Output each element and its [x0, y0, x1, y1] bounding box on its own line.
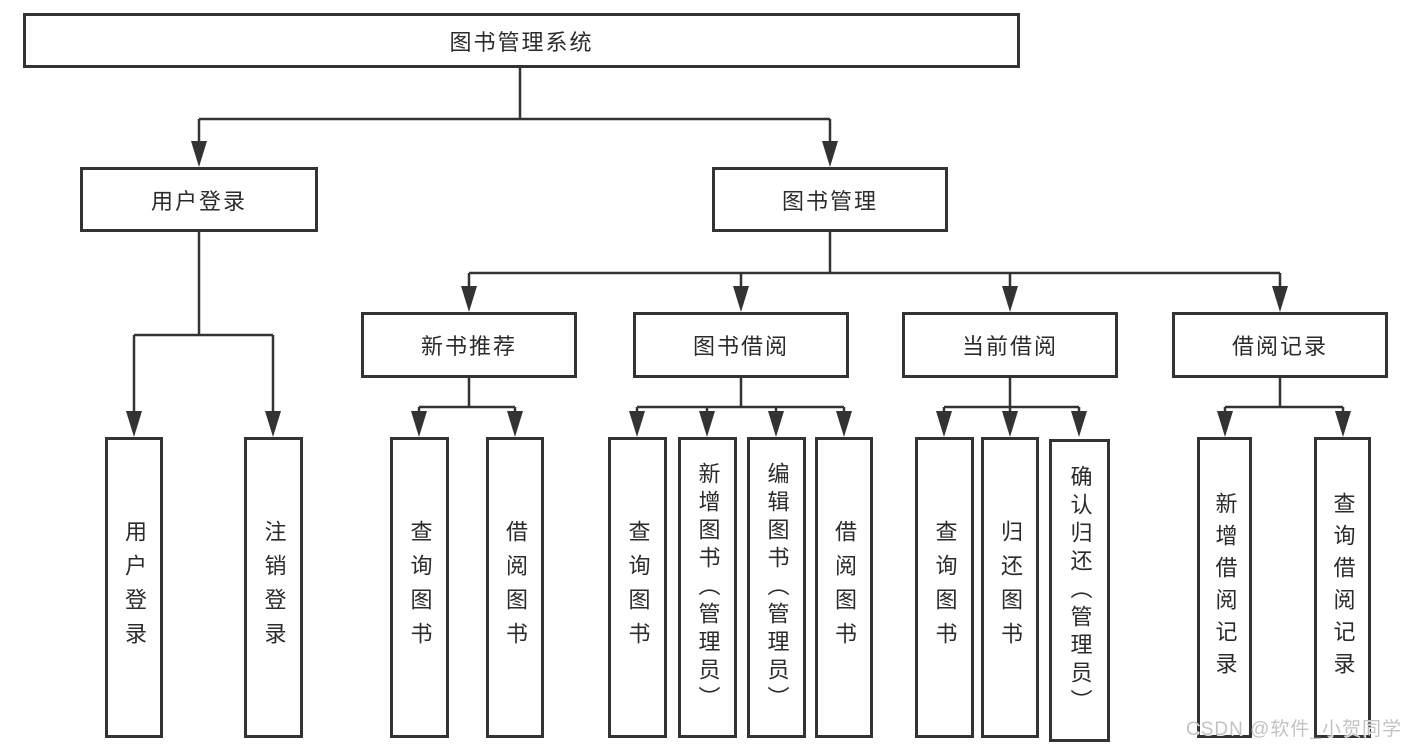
- node-root: 图书管理系统: [23, 13, 1020, 68]
- node-root-label: 图书管理系统: [449, 29, 594, 55]
- arrowhead-icon: [1272, 286, 1288, 312]
- leaf-current-query-books-label: 查询图书: [932, 519, 958, 656]
- leaf-newbook-borrow-books-label: 借阅图书: [503, 519, 528, 656]
- arrowhead-icon: [461, 286, 477, 312]
- arrowhead-icon: [768, 411, 784, 437]
- leaf-logout-login: 注销登录: [244, 437, 303, 738]
- node-new-book-recommend: 新书推荐: [361, 312, 577, 378]
- arrowhead-icon: [411, 411, 427, 437]
- leaf-borrow-borrow-books: 借阅图书: [815, 437, 873, 738]
- node-book-borrow-label: 图书借阅: [692, 334, 789, 359]
- arrowhead-icon: [1335, 411, 1351, 437]
- leaf-records-query-record-label: 查询借阅记录: [1330, 491, 1356, 684]
- leaf-records-add-record-label: 新增借阅记录: [1212, 491, 1238, 684]
- leaf-logout-login-label: 注销登录: [261, 519, 287, 656]
- leaf-newbook-borrow-books: 借阅图书: [486, 437, 544, 738]
- node-borrow-records-label: 借阅记录: [1231, 334, 1328, 359]
- leaf-user-login-label: 用户登录: [122, 519, 147, 656]
- connector-currentborrow-to-leaves: [942, 378, 1081, 413]
- node-current-borrow: 当前借阅: [902, 312, 1118, 378]
- arrowhead-icon: [1002, 411, 1018, 437]
- connector-userlogin-to-leaves: [132, 232, 275, 413]
- connector-bookborrow-to-leaves: [635, 378, 846, 413]
- leaf-records-add-record: 新增借阅记录: [1197, 437, 1252, 738]
- leaf-current-query-books: 查询图书: [915, 437, 974, 738]
- node-user-login-label: 用户登录: [150, 188, 247, 214]
- arrowhead-icon: [1071, 411, 1087, 437]
- arrowhead-icon: [629, 411, 645, 437]
- connector-newbook-to-leaves: [417, 378, 517, 413]
- leaf-current-return-books: 归还图书: [981, 437, 1039, 738]
- leaf-newbook-query-books: 查询图书: [390, 437, 449, 738]
- arrowhead-icon: [1217, 411, 1233, 437]
- arrowhead-icon: [699, 411, 715, 437]
- leaf-current-confirm-return-admin: 确认归还（管理员）: [1049, 439, 1110, 742]
- csdn-watermark: CSDN @软件_小贺同学: [1186, 719, 1402, 740]
- connector-borrowrecords-to-leaves: [1223, 378, 1345, 413]
- arrowhead-icon: [936, 411, 952, 437]
- leaf-current-confirm-return-admin-label: 确认归还（管理员）: [1067, 464, 1093, 717]
- node-book-management: 图书管理: [712, 167, 948, 232]
- leaf-borrow-query-books-label: 查询图书: [625, 519, 651, 656]
- leaf-borrow-borrow-books-label: 借阅图书: [832, 519, 857, 656]
- arrowhead-icon: [265, 411, 281, 437]
- arrowhead-icon: [126, 411, 142, 437]
- leaf-borrow-add-books-admin: 新增图书（管理员）: [678, 437, 737, 738]
- leaf-user-login: 用户登录: [105, 437, 163, 738]
- node-book-management-label: 图书管理: [781, 188, 878, 214]
- leaf-borrow-edit-books-admin: 编辑图书（管理员）: [747, 437, 806, 738]
- leaf-borrow-query-books: 查询图书: [608, 437, 667, 738]
- arrowhead-icon: [191, 141, 207, 167]
- node-borrow-records: 借阅记录: [1172, 312, 1388, 378]
- leaf-newbook-query-books-label: 查询图书: [407, 519, 433, 656]
- leaf-current-return-books-label: 归还图书: [998, 519, 1023, 656]
- arrowhead-icon: [836, 411, 852, 437]
- connector-root-to-level2: [197, 68, 832, 143]
- node-user-login: 用户登录: [80, 167, 318, 232]
- arrowhead-icon: [733, 286, 749, 312]
- leaf-records-query-record: 查询借阅记录: [1314, 437, 1371, 738]
- node-current-borrow-label: 当前借阅: [961, 334, 1058, 359]
- arrowhead-icon: [822, 141, 838, 167]
- node-new-book-recommend-label: 新书推荐: [420, 334, 517, 359]
- leaf-borrow-edit-books-admin-label: 编辑图书（管理员）: [764, 461, 790, 714]
- arrowhead-icon: [507, 411, 523, 437]
- arrowhead-icon: [1002, 286, 1018, 312]
- leaf-borrow-add-books-admin-label: 新增图书（管理员）: [695, 461, 721, 714]
- connector-bookmgmt-to-level3: [467, 232, 1282, 288]
- node-book-borrow: 图书借阅: [633, 312, 849, 378]
